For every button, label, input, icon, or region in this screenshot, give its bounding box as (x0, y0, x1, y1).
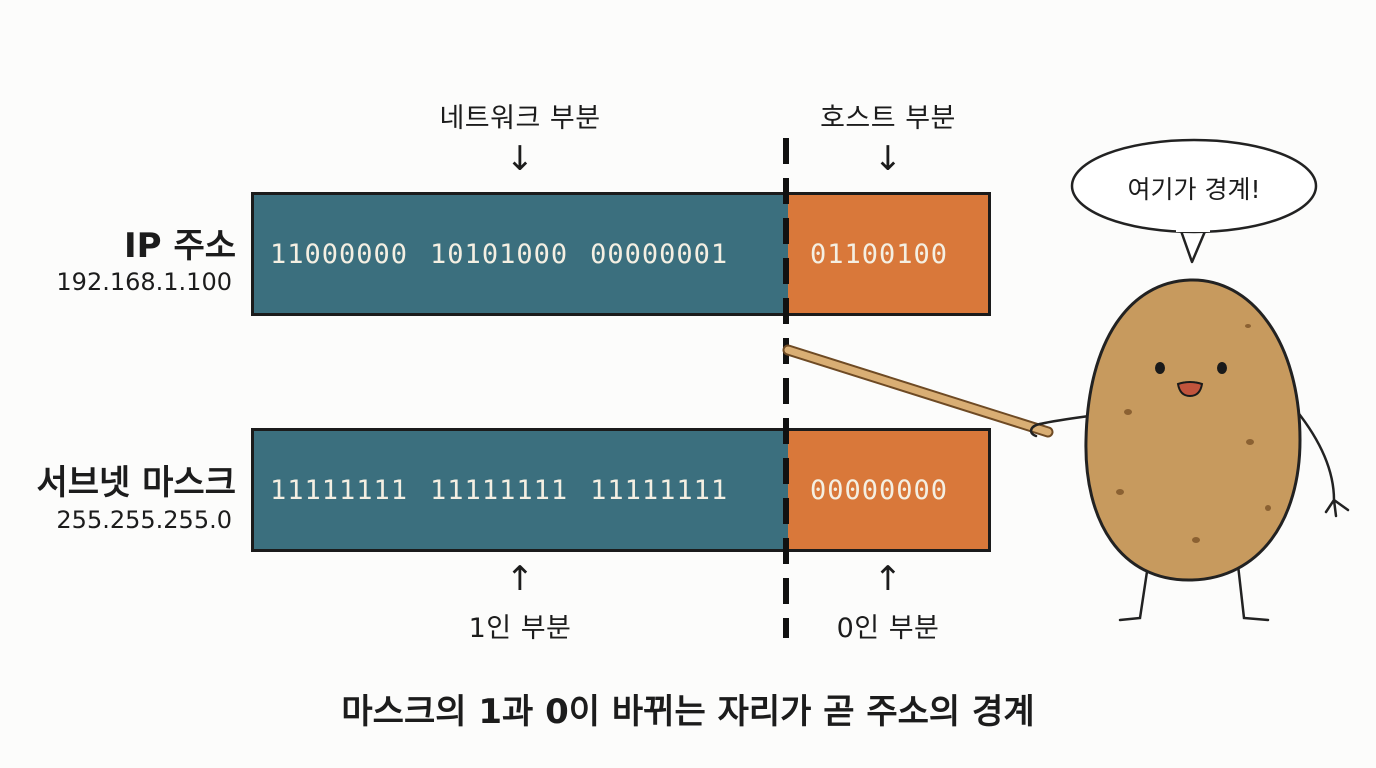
ip-row-value: 192.168.1.100 (56, 268, 232, 296)
ip-octet-3: 00000001 (590, 238, 729, 270)
network-part-label: 네트워크 부분 (439, 103, 601, 134)
ones-part-label: 1인 부분 (468, 613, 572, 644)
diagram-caption: 마스크의 1과 0이 바뀌는 자리가 곧 주소의 경계 (341, 692, 1035, 732)
ip-octet-2: 10101000 (430, 238, 569, 270)
host-part-label: 호스트 부분 (820, 103, 956, 134)
mask-row-value: 255.255.255.0 (56, 506, 232, 534)
boundary-dashed-line (783, 138, 789, 638)
mask-network-segment: 11111111 11111111 11111111 (254, 431, 788, 549)
speech-bubble-icon (1070, 138, 1318, 264)
ones-up-arrow-icon: ↑ (505, 559, 535, 599)
potato-face-icon (1155, 362, 1227, 398)
ip-row-title: IP 주소 (124, 226, 236, 266)
pointer-stick-icon (782, 344, 1054, 438)
ip-octet-4: 01100100 (810, 238, 949, 270)
speech-bubble-text: 여기가 경계! (1127, 175, 1261, 204)
mask-octet-4: 00000000 (810, 474, 949, 506)
network-down-arrow-icon: ↓ (505, 139, 535, 179)
mask-host-segment: 00000000 (788, 431, 988, 549)
mask-octet-3: 11111111 (590, 474, 729, 506)
ip-host-segment: 01100100 (788, 195, 988, 313)
zeros-up-arrow-icon: ↑ (873, 559, 903, 599)
mask-row-title: 서브넷 마스크 (36, 463, 236, 503)
ip-octet-1: 11000000 (270, 238, 409, 270)
mask-octet-2: 11111111 (430, 474, 569, 506)
mask-octet-1: 11111111 (270, 474, 409, 506)
subnet-mask-bar: 11111111 11111111 11111111 00000000 (251, 428, 991, 552)
ip-network-segment: 11000000 10101000 00000001 (254, 195, 788, 313)
ip-address-bar: 11000000 10101000 00000001 01100100 (251, 192, 991, 316)
host-down-arrow-icon: ↓ (873, 139, 903, 179)
zeros-part-label: 0인 부분 (836, 613, 940, 644)
